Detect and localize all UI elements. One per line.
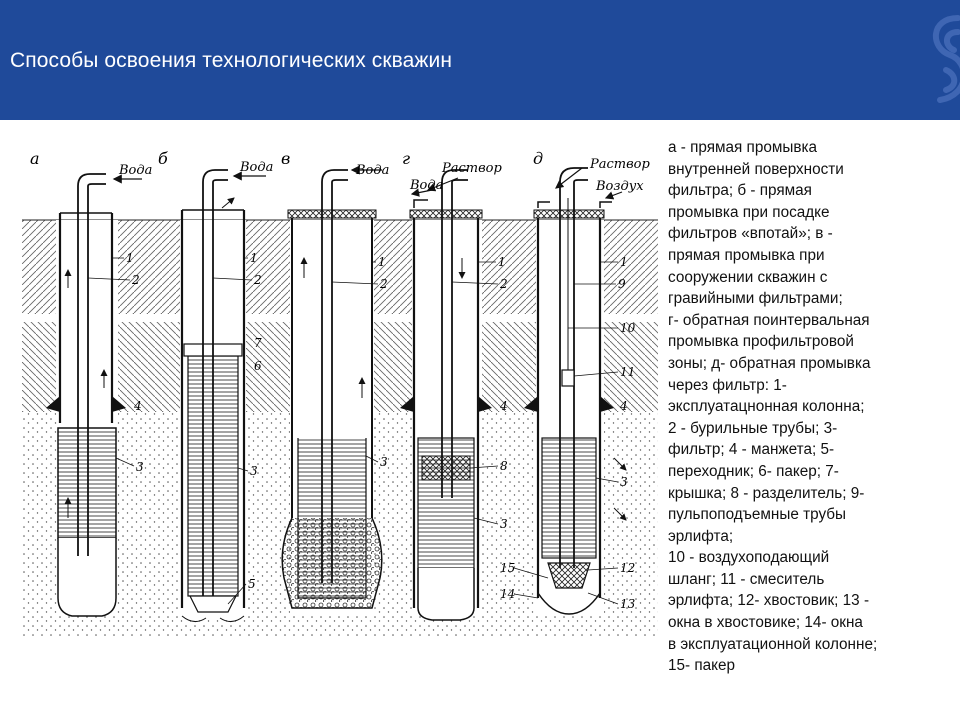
panel-b-labels: Вода 1 2 7 6 3 5 <box>212 160 273 605</box>
panel-d-well <box>524 167 627 615</box>
panel-letters: а б в г д <box>30 149 543 168</box>
svg-text:Вода: Вода <box>409 178 443 193</box>
panel-a-well <box>46 173 142 617</box>
svg-text:9: 9 <box>618 277 626 291</box>
legend-line: 15- пакер <box>668 657 736 675</box>
panel-v-well <box>281 165 383 615</box>
svg-text:4: 4 <box>619 399 628 413</box>
header-bar: Способы освоения технологических скважин <box>0 0 960 120</box>
svg-text:1: 1 <box>126 251 134 265</box>
svg-text:2: 2 <box>253 273 262 287</box>
svg-text:г: г <box>402 149 410 168</box>
svg-text:д: д <box>533 149 543 168</box>
svg-text:10: 10 <box>620 321 636 335</box>
legend-line: окна в хвостовике; 14- окна <box>668 614 863 632</box>
svg-text:3: 3 <box>500 517 508 531</box>
legend-line: фильтров «впотай»; в - <box>668 225 833 243</box>
svg-text:3: 3 <box>380 455 388 469</box>
svg-text:12: 12 <box>620 561 635 575</box>
svg-text:2: 2 <box>379 277 388 291</box>
legend-line: эксплуатацнонная колонна; <box>668 398 865 416</box>
svg-text:Раствор: Раствор <box>589 157 650 172</box>
svg-text:7: 7 <box>254 336 262 350</box>
panel-a-labels: Вода 1 2 4 3 <box>87 163 152 474</box>
panel-b-well <box>180 169 266 622</box>
legend-line: фильтр; 4 - манжета; 5- <box>668 441 835 459</box>
legend-line: пульпоподъемные трубы <box>668 506 847 524</box>
legend-line: 2 - бурильные трубы; 3- <box>668 419 838 437</box>
legend-text: а - прямая промывка внутренней поверхнос… <box>668 137 954 677</box>
svg-text:Вода: Вода <box>355 163 389 178</box>
svg-text:Вода: Вода <box>239 160 273 175</box>
wells-diagram: а б в г д Вода 1 2 4 3 <box>22 149 658 638</box>
panel-g-labels: Раствор Вода 1 2 4 8 3 <box>409 161 508 531</box>
svg-text:1: 1 <box>378 255 386 269</box>
svg-text:3: 3 <box>250 464 258 478</box>
svg-text:3: 3 <box>136 460 144 474</box>
legend-line: 10 - воздухоподающий <box>668 549 830 567</box>
svg-text:14: 14 <box>500 587 515 601</box>
svg-text:б: б <box>158 149 168 168</box>
legend-line: прямая промывка при <box>668 246 825 264</box>
legend-line: г- обратная поинтервальная <box>668 311 870 329</box>
svg-text:4: 4 <box>499 399 508 413</box>
legend-line: промывка при посадке <box>668 203 830 221</box>
legend-line: крышка; 8 - разделитель; 9- <box>668 484 865 502</box>
svg-text:6: 6 <box>254 359 262 373</box>
slide-title: Способы освоения технологических скважин <box>10 49 453 72</box>
legend-line: промывка профильтровой <box>668 333 854 351</box>
svg-text:15: 15 <box>500 561 515 575</box>
legend-line: через фильтр: 1- <box>668 376 787 394</box>
panel-d-labels: Раствор Воздух 1 9 10 11 4 3 12 13 15 14 <box>500 157 650 611</box>
svg-text:1: 1 <box>250 251 258 265</box>
svg-text:4: 4 <box>133 399 142 413</box>
svg-text:а: а <box>30 149 40 168</box>
legend-line: в эксплуатационной колонне; <box>668 635 878 653</box>
svg-text:в: в <box>281 149 290 168</box>
panel-v-labels: Вода 1 2 3 <box>331 163 389 469</box>
svg-text:11: 11 <box>620 365 635 379</box>
legend-line: эрлифта; 12- хвостовик; 13 - <box>668 592 870 610</box>
svg-text:2: 2 <box>499 277 508 291</box>
panel-g-well <box>400 169 492 621</box>
legend-line: сооружении скважин с <box>668 268 828 286</box>
legend-line: зоны; д- обратная промывка <box>668 354 871 372</box>
svg-text:Вода: Вода <box>118 163 152 178</box>
svg-text:5: 5 <box>248 577 256 591</box>
legend-line: эрлифта; <box>668 527 734 545</box>
legend-line: а - прямая промывка <box>668 139 818 156</box>
legend-line: гравийными фильтрами; <box>668 290 843 308</box>
legend-line: фильтра; б - прямая <box>668 182 812 200</box>
svg-text:3: 3 <box>620 475 628 489</box>
svg-text:1: 1 <box>498 255 506 269</box>
svg-text:8: 8 <box>500 459 508 473</box>
legend-line: внутренней поверхности <box>668 160 844 178</box>
legend-line: шланг; 11 - смеситель <box>668 570 825 588</box>
svg-text:1: 1 <box>620 255 628 269</box>
svg-text:2: 2 <box>131 273 140 287</box>
legend-line: переходник; 6- пакер; 7- <box>668 462 839 480</box>
stylized-s-watermark-icon <box>932 15 960 103</box>
svg-text:Раствор: Раствор <box>441 161 502 176</box>
svg-text:13: 13 <box>620 597 636 611</box>
svg-text:Воздух: Воздух <box>595 179 644 194</box>
